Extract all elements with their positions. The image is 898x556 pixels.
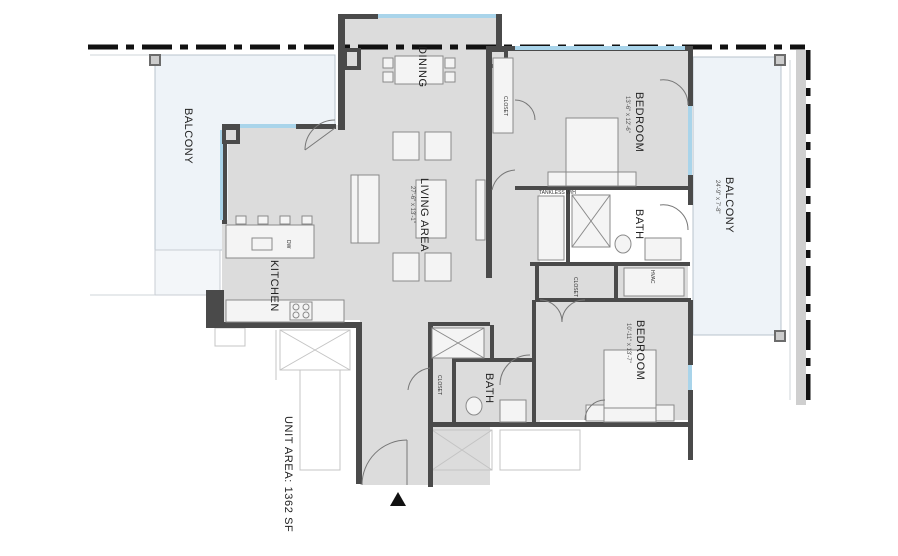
windows [220,14,692,390]
bedroom-1-dimensions: 13'-6" x 12'-6" [624,96,630,133]
dining-table [394,55,444,85]
closet-1-label: CLOSET [502,96,508,116]
bedroom-1-label: BEDROOM [633,92,645,152]
balcony-left-lower [154,249,221,296]
dining-label: DINING [416,46,428,88]
grey-band [796,50,806,405]
closet-2-label: CLOSET [572,277,578,297]
toilet-2 [465,396,483,416]
tv-console [475,179,486,241]
bedroom-2-dimensions: 10'-11" x 13'-7" [625,323,631,363]
coffee-table [415,179,447,239]
hvac-unit [623,267,685,297]
toilet-1 [614,234,632,254]
living-area-dimensions: 27'-6" x 13'-1" [409,186,415,223]
hvac-label: HVAC [649,270,655,284]
labels: DINING LIVING AREA 27'-6" x 13'-1" KITCH… [182,46,735,532]
balcony-left-label: BALCONY [182,108,194,164]
bath-2-label: BATH [483,373,495,404]
entry-arrow-icon [390,492,406,506]
bath-1-label: BATH [633,209,645,240]
adjacent-units [214,327,581,471]
dw-label: DW [285,240,291,249]
bedroom-2-label: BEDROOM [634,320,646,380]
living-area-label: LIVING AREA [418,178,430,252]
furniture [225,55,685,423]
balcony-right-dimensions: 24'-9" x 7'-8" [714,180,720,214]
sofa [350,174,380,244]
unit-area-label: UNIT AREA: 1362 SF [282,416,294,532]
kitchen-label: KITCHEN [268,260,280,312]
kitchen-counter [225,299,345,323]
closet-3-label: CLOSET [436,375,442,395]
bed-1 [565,117,619,187]
armchair [424,252,452,282]
balcony-right-area [692,56,782,336]
armchair [392,252,420,282]
bed-2 [603,349,657,423]
balcony-right-label: BALCONY [723,177,735,233]
tankless-heater [537,195,565,261]
armchair [424,131,452,161]
tankless-label: TANKLESS W/H [539,190,576,196]
armchair [392,131,420,161]
entry-floor [360,455,410,485]
doors [304,79,689,486]
